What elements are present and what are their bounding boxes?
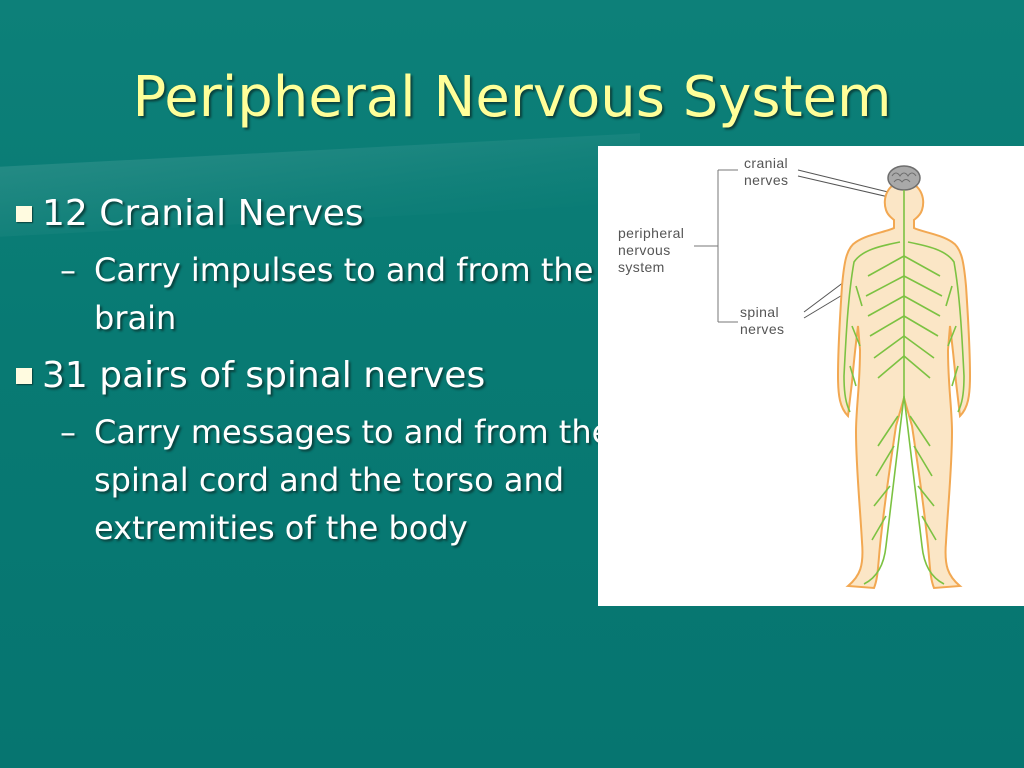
label-spinal-nerves: nerves <box>740 321 784 337</box>
label-spinal: spinal <box>740 304 779 320</box>
slide-title: Peripheral Nervous System <box>132 65 892 130</box>
square-bullet-icon <box>16 206 32 222</box>
bullet-item: 12 Cranial Nerves <box>12 188 612 240</box>
sub-bullet-item: – Carry impulses to and from the brain <box>60 246 612 342</box>
brain-icon <box>887 165 921 191</box>
body-diagram: peripheral nervous system cranial nerves… <box>618 155 972 590</box>
bullet-item: 31 pairs of spinal nerves <box>12 350 612 402</box>
label-peripheral: peripheral <box>618 225 684 241</box>
bullet-list: 12 Cranial Nerves – Carry impulses to an… <box>12 188 612 560</box>
square-bullet-icon <box>16 368 32 384</box>
bullet-text: 31 pairs of spinal nerves <box>42 355 486 396</box>
dash-marker: – <box>60 251 76 289</box>
label-nervous: nervous <box>618 242 671 258</box>
dash-marker: – <box>60 413 76 451</box>
label-bracket <box>694 169 738 323</box>
nerve-network <box>843 190 965 585</box>
sub-bullet-text: Carry messages to and from the spinal co… <box>94 413 612 547</box>
sub-bullet-item: – Carry messages to and from the spinal … <box>60 408 612 552</box>
label-system: system <box>618 259 665 275</box>
label-cranial-nerves: nerves <box>744 172 788 188</box>
nervous-system-figure: peripheral nervous system cranial nerves… <box>598 146 1024 606</box>
sub-bullet-text: Carry impulses to and from the brain <box>94 251 594 337</box>
bullet-text: 12 Cranial Nerves <box>42 193 364 234</box>
label-cranial: cranial <box>744 155 788 171</box>
